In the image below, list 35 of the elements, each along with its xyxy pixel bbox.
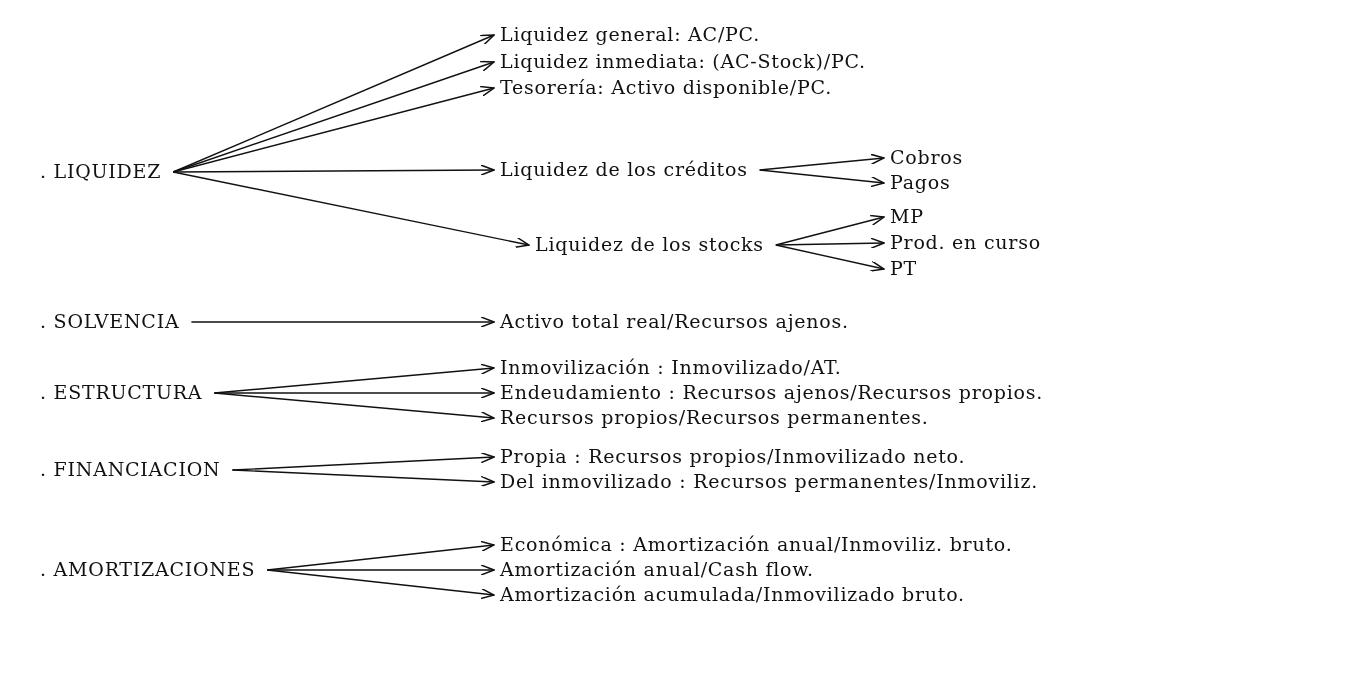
ratio-label: . ESTRUCTURA	[40, 381, 203, 404]
ratio-label: Tesorería: Activo disponible/PC.	[500, 76, 832, 99]
ratio-label: Económica : Amortización anual/Inmoviliz. bruto.	[500, 533, 1013, 556]
ratio-label: Propia : Recursos propios/Inmovilizado neto.	[500, 445, 966, 468]
ratio-label: Amortización acumulada/Inmovilizado bruto.	[500, 583, 965, 606]
arrow	[775, 237, 885, 249]
arrow	[213, 392, 495, 423]
arrow	[775, 244, 885, 272]
ratio-label: Amortización anual/Cash flow.	[500, 558, 814, 581]
ratio-label: Liquidez de los créditos	[500, 158, 748, 181]
ratio-label: Activo total real/Recursos ajenos.	[500, 310, 849, 333]
ratio-label: . AMORTIZACIONES	[40, 558, 256, 581]
arrow	[172, 171, 530, 249]
arrow	[190, 316, 495, 328]
ratio-label: MP	[890, 205, 924, 228]
ratio-label: PT	[890, 257, 917, 280]
ratio-label: Liquidez inmediata: (AC-Stock)/PC.	[500, 50, 866, 73]
arrow	[758, 169, 885, 188]
arrow	[266, 564, 495, 576]
ratio-label: . FINANCIACION	[40, 458, 221, 481]
arrow	[172, 164, 495, 176]
ratio-label: Del inmovilizado : Recursos permanentes/Inmoviliz.	[500, 470, 1039, 493]
ratio-label: Pagos	[890, 171, 951, 194]
ratio-label: Inmovilización : Inmovilizado/AT.	[500, 356, 842, 379]
ratio-label: . SOLVENCIA	[40, 310, 180, 333]
arrow	[266, 569, 495, 600]
arrow	[172, 60, 495, 173]
ratio-label: Liquidez general: AC/PC.	[500, 23, 761, 46]
ratio-label: Prod. en curso	[890, 231, 1041, 254]
ratio-label: Cobros	[890, 146, 963, 169]
ratio-label: Endeudamiento : Recursos ajenos/Recursos propios.	[500, 381, 1044, 404]
ratio-label: Recursos propios/Recursos permanentes.	[500, 406, 929, 429]
arrow	[231, 469, 495, 488]
ratio-label: Liquidez de los stocks	[535, 233, 764, 256]
category-label: . LIQUIDEZ	[40, 160, 162, 183]
